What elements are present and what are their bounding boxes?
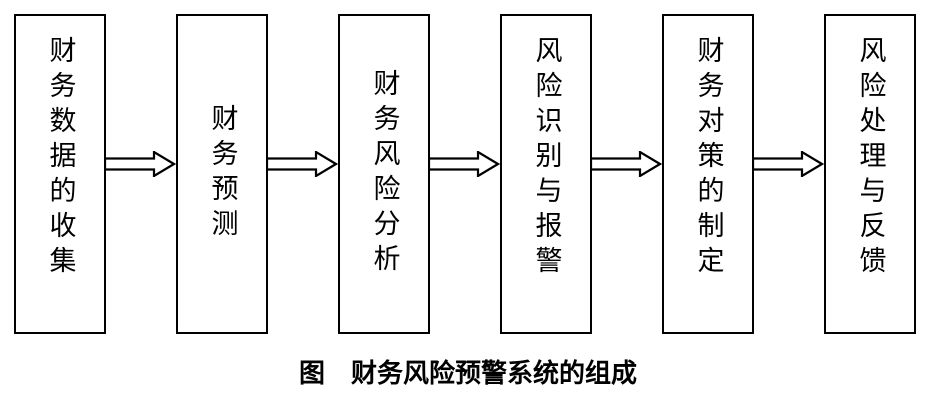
arrow-right-icon: [590, 151, 662, 177]
step-box-data-collection: 财务数据的收集: [14, 14, 106, 334]
step-label: 财务风险分析: [368, 69, 400, 279]
figure-caption: 图 财务风险预警系统的组成: [298, 359, 637, 389]
step-label: 财务对策的制定: [692, 36, 724, 281]
arrow-right-icon: [752, 151, 824, 177]
step-label: 风险识别与报警: [530, 36, 562, 281]
arrow-right-icon: [104, 151, 176, 177]
step-label: 财务预测: [206, 104, 238, 244]
step-box-forecast: 财务预测: [176, 14, 268, 334]
step-box-risk-alarm: 风险识别与报警: [500, 14, 592, 334]
step-label: 风险处理与反馈: [854, 36, 886, 281]
arrow-right-icon: [266, 151, 338, 177]
step-box-risk-analysis: 财务风险分析: [338, 14, 430, 334]
step-label: 财务数据的收集: [44, 36, 76, 281]
step-box-risk-handling: 风险处理与反馈: [824, 14, 916, 334]
arrow-right-icon: [428, 151, 500, 177]
step-box-countermeasures: 财务对策的制定: [662, 14, 754, 334]
